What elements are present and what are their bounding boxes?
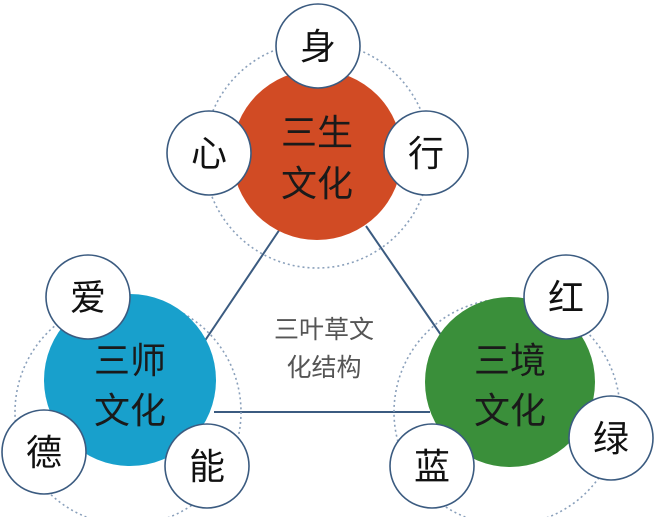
satellite-circle-xing — [383, 110, 469, 196]
satellite-label-hong: 红 — [548, 278, 584, 319]
satellite-circle-xin — [166, 110, 252, 196]
satellite-circle-de — [1, 409, 87, 495]
satellite-label-ai: 爱 — [70, 278, 106, 319]
main-label-left-line2: 文化 — [94, 391, 166, 432]
center-label-line2: 化结构 — [286, 353, 361, 382]
main-circles — [44, 70, 595, 467]
satellite-circle-lv — [568, 395, 654, 481]
satellite-label-xing: 行 — [408, 134, 444, 175]
main-label-left-line1: 三师 — [94, 341, 166, 382]
satellite-label-shen: 身 — [300, 27, 336, 68]
satellite-label-neng: 能 — [189, 447, 225, 488]
satellite-label-xin: 心 — [191, 134, 227, 175]
satellite-circle-lan — [389, 423, 475, 509]
satellite-label-de: 德 — [26, 433, 62, 474]
connector-lines — [199, 225, 451, 413]
main-circle-top — [232, 70, 402, 240]
satellite-circle-hong — [523, 254, 609, 340]
satellite-circles — [1, 3, 654, 509]
main-label-top-line2: 文化 — [281, 164, 353, 205]
main-label-top-line1: 三生 — [281, 113, 353, 154]
satellite-label-lv: 绿 — [593, 419, 629, 460]
connector-top-left — [199, 225, 283, 349]
main-label-right-line1: 三境 — [474, 341, 546, 382]
satellite-circle-ai — [45, 254, 131, 340]
satellite-circle-shen — [275, 3, 361, 89]
satellite-label-lan: 蓝 — [414, 447, 450, 488]
connector-top-right — [365, 225, 451, 349]
main-label-right-line2: 文化 — [474, 391, 546, 432]
satellite-circle-neng — [164, 423, 250, 509]
center-label-line1: 三叶草文 — [274, 315, 374, 344]
main-circle-right — [425, 297, 595, 467]
